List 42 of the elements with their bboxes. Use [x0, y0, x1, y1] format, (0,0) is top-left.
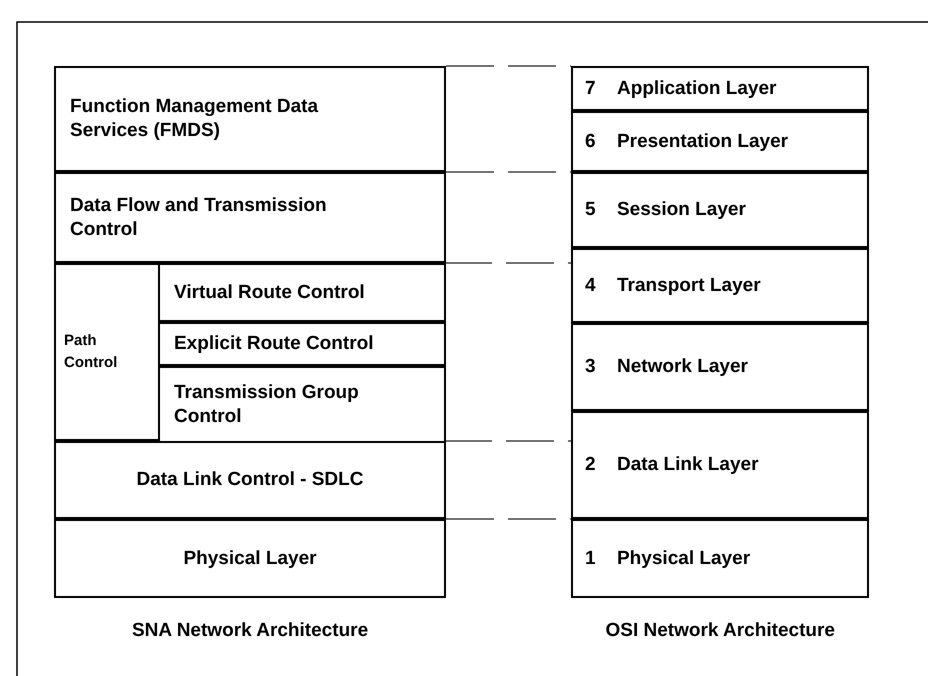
- layer-box: [571, 172, 869, 248]
- layer-name: Transmission Group Control: [174, 380, 360, 428]
- layer-number: 7: [585, 76, 597, 100]
- layer-name: Application Layer: [617, 76, 778, 100]
- layer-box: [571, 323, 869, 411]
- layer-group-box: [54, 263, 446, 441]
- layer-box: [571, 248, 869, 323]
- sublayer-box: [158, 366, 444, 443]
- layer-box: [54, 441, 446, 519]
- layer-name: Data Link Control - SDLC: [136, 468, 364, 492]
- layer-number: 4: [585, 274, 597, 298]
- layer-box: [571, 519, 869, 598]
- layer-number: 2: [585, 453, 597, 477]
- layer-box: [54, 519, 446, 598]
- layer-box: [571, 111, 869, 172]
- layer-box: [54, 172, 446, 263]
- layer-name: Data Flow and Transmission Control: [70, 194, 328, 242]
- layer-name: Physical Layer: [182, 546, 318, 570]
- layer-name: Session Layer: [617, 198, 747, 222]
- layer-name: Network Layer: [617, 355, 749, 379]
- dashed-connector: [446, 518, 572, 520]
- dashed-connector: [444, 262, 572, 264]
- layer-name: Function Management Data Services (FMDS): [70, 95, 320, 143]
- layer-box: [54, 66, 446, 172]
- stack-caption: OSI Network Architecture: [606, 620, 835, 642]
- layer-name: Explicit Route Control: [174, 332, 374, 356]
- layer-number: 5: [585, 198, 597, 222]
- sublayer-box: [158, 263, 444, 322]
- layer-name: Physical Layer: [617, 546, 752, 570]
- layer-name: Transport Layer: [617, 274, 762, 298]
- layer-number: 3: [585, 355, 597, 379]
- layer-name: Data Link Layer: [617, 453, 760, 477]
- layer-name: Virtual Route Control: [174, 280, 366, 304]
- layer-number: 6: [585, 130, 597, 154]
- stack-caption: SNA Network Architecture: [132, 620, 368, 642]
- layer-box: [571, 66, 869, 111]
- sublayer-box: [158, 322, 444, 366]
- dashed-connector: [444, 440, 572, 442]
- layer-name: Path Control: [64, 331, 118, 373]
- layer-name: Presentation Layer: [617, 130, 790, 154]
- layer-number: 1: [585, 546, 597, 570]
- layer-box: [571, 411, 869, 519]
